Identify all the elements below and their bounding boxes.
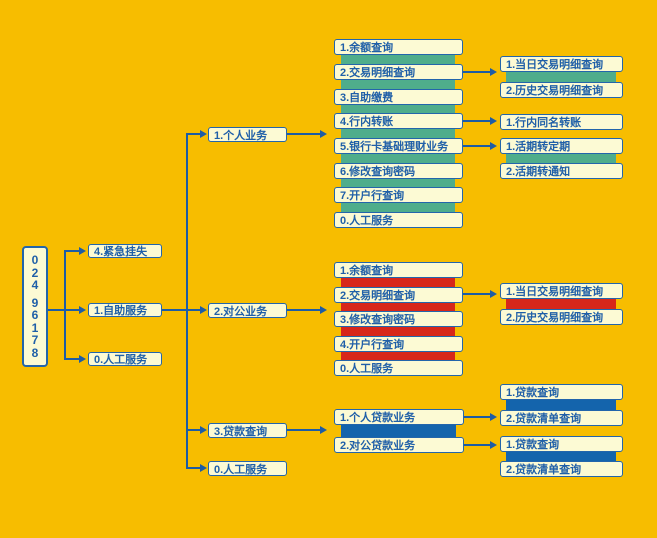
arrowhead-icon [200,426,207,434]
node-manual-service: 0.人工服务 [334,360,463,376]
arrowhead-icon [320,130,327,138]
phone-digit: 1 [31,320,39,335]
arrowhead-icon [490,290,497,298]
arrowhead-icon [79,306,86,314]
arrowhead-icon [200,464,207,472]
node-account-branch-inquiry: 4.开户行查询 [334,336,463,352]
connector-line [464,444,490,446]
connector-line [64,309,79,311]
node-demand-to-fixed-deposit: 1.活期转定期 [500,138,623,154]
arrowhead-icon [490,117,497,125]
node-balance-inquiry: 1.余额查询 [334,39,463,55]
node-loan-list-inquiry: 2.贷款清单查询 [500,461,623,477]
node-loan-inquiry: 1.贷款查询 [500,436,623,452]
connector-line [464,416,490,418]
connector-line [287,133,320,135]
node-today-transaction-detail-inquiry: 1.当日交易明细查询 [500,283,623,299]
connector-line [463,145,490,147]
node-personal-banking: 1.个人业务 [208,127,287,142]
connector-line [186,133,188,469]
node-balance-inquiry: 1.余额查询 [334,262,463,278]
arrowhead-icon [320,306,327,314]
node-demand-to-notice-deposit: 2.活期转通知 [500,163,623,179]
node-history-transaction-detail-inquiry: 2.历史交易明细查询 [500,309,623,325]
node-corporate-loan-service: 2.对公贷款业务 [334,437,464,453]
arrowhead-icon [200,130,207,138]
arrowhead-icon [200,306,207,314]
node-modify-query-password: 6.修改查询密码 [334,163,463,179]
arrowhead-icon [490,142,497,150]
node-self-service-payment: 3.自助缴费 [334,89,463,105]
node-emergency-loss-report: 4.紧急挂失 [88,244,162,258]
node-loan-inquiry-menu: 3.贷款查询 [208,423,287,438]
node-bankcard-wealth-service: 5.银行卡基础理财业务 [334,138,463,154]
arrowhead-icon [490,68,497,76]
connector-line [186,467,200,469]
phone-digit: 4 [31,278,39,292]
connector-line [64,358,79,360]
phone-digit: 6 [31,308,39,322]
connector-line [64,250,79,252]
connector-line [186,133,200,135]
connector-line [463,120,490,122]
node-transaction-detail-inquiry: 2.交易明细查询 [334,64,463,80]
connector-line [287,309,320,311]
node-today-transaction-detail-inquiry: 1.当日交易明细查询 [500,56,623,72]
node-account-branch-inquiry: 7.开户行查询 [334,187,463,203]
connector-line [463,293,490,295]
connector-line [463,71,490,73]
phone-digit: 0 [31,253,39,267]
node-intrabank-transfer: 4.行内转账 [334,113,463,129]
phone-digit: 7 [31,333,39,347]
arrowhead-icon [490,413,497,421]
node-loan-inquiry: 1.贷款查询 [500,384,623,400]
arrowhead-icon [79,355,86,363]
phone-digit: 9 [31,295,39,310]
connector-line [48,309,64,311]
node-history-transaction-detail-inquiry: 2.历史交易明细查询 [500,82,623,98]
node-personal-loan-service: 1.个人贷款业务 [334,409,464,425]
phone-digit: 8 [31,345,39,360]
node-transaction-detail-inquiry: 2.交易明细查询 [334,287,463,303]
phone-digit: 2 [31,265,39,280]
node-manual-service: 0.人工服务 [88,352,162,366]
connector-line [287,429,320,431]
node-manual-service: 0.人工服务 [208,461,287,476]
node-self-service: 1.自助服务 [88,303,162,317]
connector-line [186,309,200,311]
arrowhead-icon [490,441,497,449]
arrowhead-icon [79,247,86,255]
arrowhead-icon [320,426,327,434]
node-corporate-banking: 2.对公业务 [208,303,287,318]
node-modify-query-password: 3.修改查询密码 [334,311,463,327]
connector-line [162,309,186,311]
connector-line [186,429,200,431]
node-loan-list-inquiry: 2.贷款清单查询 [500,410,623,426]
node-intrabank-same-name-transfer: 1.行内同名转账 [500,114,623,130]
node-manual-service: 0.人工服务 [334,212,463,228]
phone-number-box: 0 2 4 9 6 1 7 8 [22,246,48,367]
connector-line [64,250,66,360]
